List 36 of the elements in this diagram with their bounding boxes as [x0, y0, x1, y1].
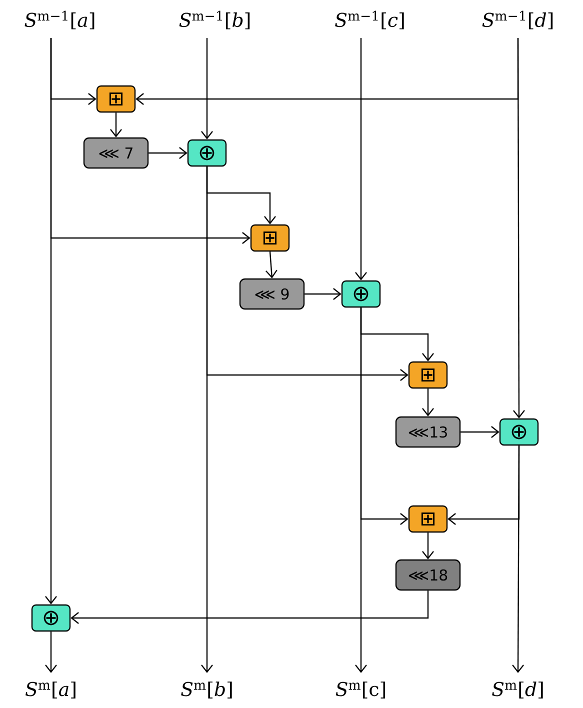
- output-label: S$^{m}$[a]: [26, 682, 76, 698]
- input-label: S$^{m−1}$[d]: [482, 10, 553, 30]
- arrow: [70, 590, 429, 624]
- arrow: [45, 632, 57, 673]
- arrow: [422, 532, 434, 560]
- xor-box: ⊕: [341, 280, 381, 308]
- rotation-box: ⋘18: [395, 559, 461, 591]
- xor-box: ⊕: [187, 139, 227, 167]
- output-label: S$^{m}$[c]: [336, 682, 386, 698]
- arrow: [304, 288, 342, 300]
- rotation-box: ⋘13: [395, 416, 461, 448]
- arrow: [148, 147, 188, 159]
- arrow: [422, 388, 434, 416]
- arrow: [45, 38, 57, 604]
- addition-box: ⊞: [96, 85, 136, 113]
- arrow: [110, 112, 122, 138]
- addition-box: ⊞: [408, 361, 448, 389]
- rotation-box: ⋘ 9: [239, 278, 305, 310]
- arrow: [201, 38, 213, 140]
- arrow: [513, 38, 525, 418]
- rotation-box: ⋘ 7: [83, 137, 149, 169]
- input-label: S$^{m−1}$[a]: [24, 10, 94, 30]
- xor-box: ⊕: [31, 604, 71, 632]
- arrow: [265, 252, 278, 278]
- output-label: S$^{m}$[b]: [181, 682, 232, 698]
- xor-box: ⊕: [499, 418, 539, 446]
- arrow: [355, 38, 367, 280]
- input-label: S$^{m−1}$[c]: [335, 10, 404, 30]
- input-label: S$^{m−1}$[b]: [179, 10, 250, 30]
- addition-box: ⊞: [408, 505, 448, 533]
- arrow: [201, 166, 213, 673]
- arrow: [512, 446, 524, 673]
- arrow: [355, 308, 367, 673]
- arrow: [460, 426, 500, 438]
- output-label: S$^{m}$[d]: [492, 682, 543, 698]
- addition-box: ⊞: [250, 224, 290, 252]
